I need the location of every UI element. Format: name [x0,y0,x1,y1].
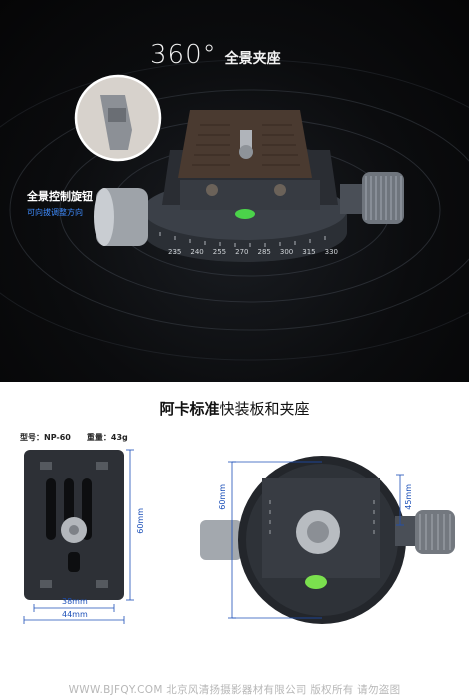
plate-outer-width-dim: 44mm [62,610,88,619]
scale-tick-label: 330 [324,248,338,256]
section-title-light: 快装板和夹座 [219,400,310,418]
plate-inner-width-dim: 38mm [62,597,88,606]
quick-release-plate [24,450,124,600]
knob-caption: 全景控制旋钮 可向拔调整方向 [27,188,107,218]
scale-tick-label: 270 [235,248,249,256]
hero-title-text: 全景夹座 [224,51,281,67]
watermark: WWW.BJFQY.COM 北京风清扬摄影器材有限公司 版权所有 请勿盗图 [68,683,401,696]
clamp-hero-illustration [0,59,469,361]
clamp-right-dim: 45mm [404,484,413,510]
hero-banner: 360° 全景夹座 全景控制旋钮 可向拔调整方向 235 240 255 270 285… [0,0,469,382]
scale-tick-label: 240 [190,248,204,256]
model-label: 型号：NP-60 [20,433,71,442]
hero-title-number: 360° [150,40,217,70]
knob-caption-title: 全景控制旋钮 [27,190,93,203]
round-clamp [200,456,455,624]
right-knob [340,172,404,224]
plate-height-dim: 60mm [136,508,145,534]
left-knob [94,188,148,246]
hero-title: 360° 全景夹座 [150,40,281,70]
scale-tick-label: 255 [212,248,227,256]
knob-caption-sub: 可向拔调整方向 [27,208,83,217]
weight-label: 重量：43g [86,433,128,442]
section-title-bold: 阿卡标准 [159,400,220,418]
scale-labels: 235 240 255 270 285 300 315 330 [168,248,338,256]
scale-tick-label: 235 [168,248,182,256]
spec-row: 型号：NP-60 重量：43g [20,432,128,443]
scale-tick-label: 315 [302,248,316,256]
scale-tick-label: 285 [257,248,271,256]
scale-tick-label: 300 [279,248,294,256]
section-title: 阿卡标准快装板和夹座 [0,398,469,419]
clamp-left-dim: 60mm [218,484,227,510]
